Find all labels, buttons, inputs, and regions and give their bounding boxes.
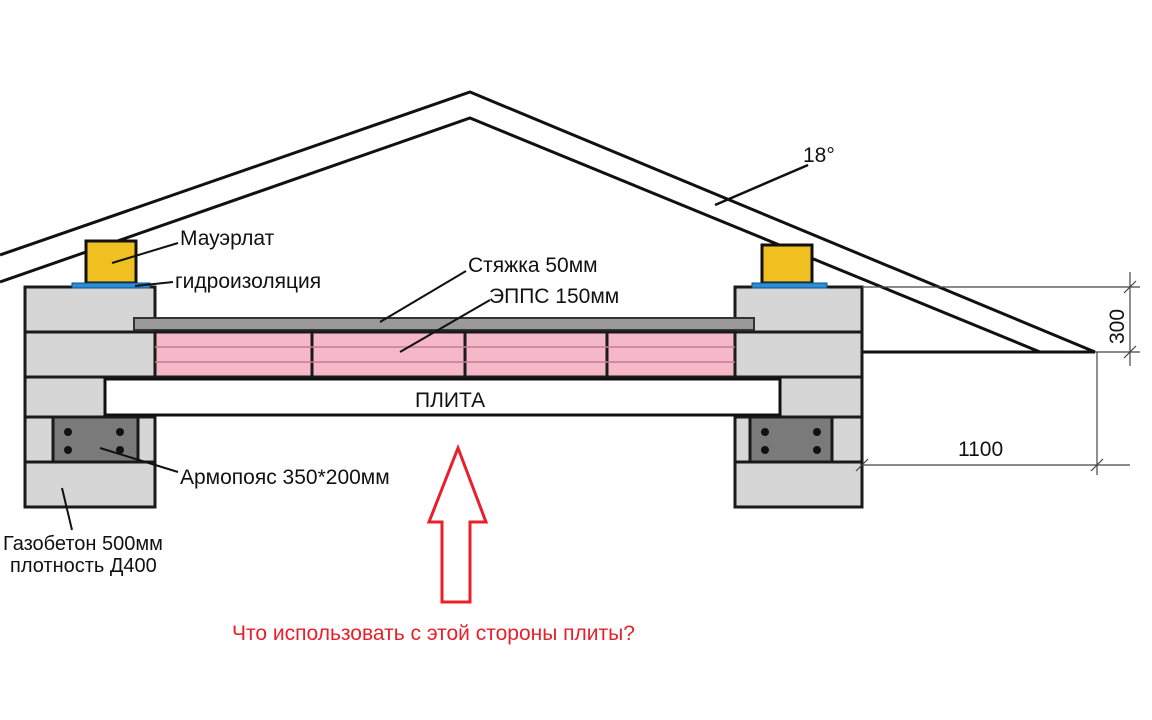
right-block-5 <box>733 460 864 509</box>
eps-insulation <box>153 330 737 379</box>
right-block-1 <box>733 285 864 334</box>
overhang-dimension-label: 1100 <box>958 438 1003 461</box>
left-block-4a <box>23 415 55 464</box>
angle-label: 18° <box>803 144 835 167</box>
slab <box>103 377 782 417</box>
leader-lines <box>61 242 491 531</box>
left-wall <box>23 285 157 509</box>
roof-inner-line <box>0 116 1041 354</box>
right-wall <box>733 285 864 509</box>
mauerlat-label: Мауэрлат <box>180 227 275 250</box>
screed-label: Стяжка 50мм <box>468 254 598 277</box>
right-block-4a <box>733 415 752 464</box>
right-ring-beam <box>748 415 834 464</box>
roof <box>0 90 1096 354</box>
slab-label: ПЛИТА <box>415 389 485 412</box>
waterproofing-label: гидроизоляция <box>175 270 321 293</box>
left-block-2 <box>23 330 157 379</box>
left-block-5 <box>23 460 157 509</box>
ring-beam-label: Армопояс 350*200мм <box>180 466 390 489</box>
screed-layer <box>133 317 755 331</box>
waterproofing-right <box>751 282 828 289</box>
height-dimension-label: 300 <box>1106 309 1129 344</box>
aerated-concrete-label-2: плотность Д400 <box>10 555 157 577</box>
roof-outer-line <box>0 90 1096 354</box>
up-arrow-icon <box>426 443 489 604</box>
left-block-3 <box>23 375 107 419</box>
left-ring-beam-rebar <box>64 428 124 454</box>
right-block-4b <box>830 415 864 464</box>
waterproofing-left <box>71 282 151 289</box>
right-block-3 <box>778 375 864 419</box>
left-block-1 <box>23 285 157 334</box>
mauerlat-right <box>751 243 828 289</box>
angle-leader-line <box>714 163 809 207</box>
left-block-4b <box>136 415 157 464</box>
mauerlat-left <box>71 239 151 289</box>
eps-label: ЭППС 150мм <box>489 285 619 308</box>
question-text: Что использовать с этой стороны плиты? <box>232 622 635 645</box>
right-ring-beam-rebar <box>761 428 821 454</box>
right-block-2 <box>733 330 864 379</box>
dimension-lines <box>855 272 1140 475</box>
aerated-concrete-label-1: Газобетон 500мм <box>3 533 163 555</box>
